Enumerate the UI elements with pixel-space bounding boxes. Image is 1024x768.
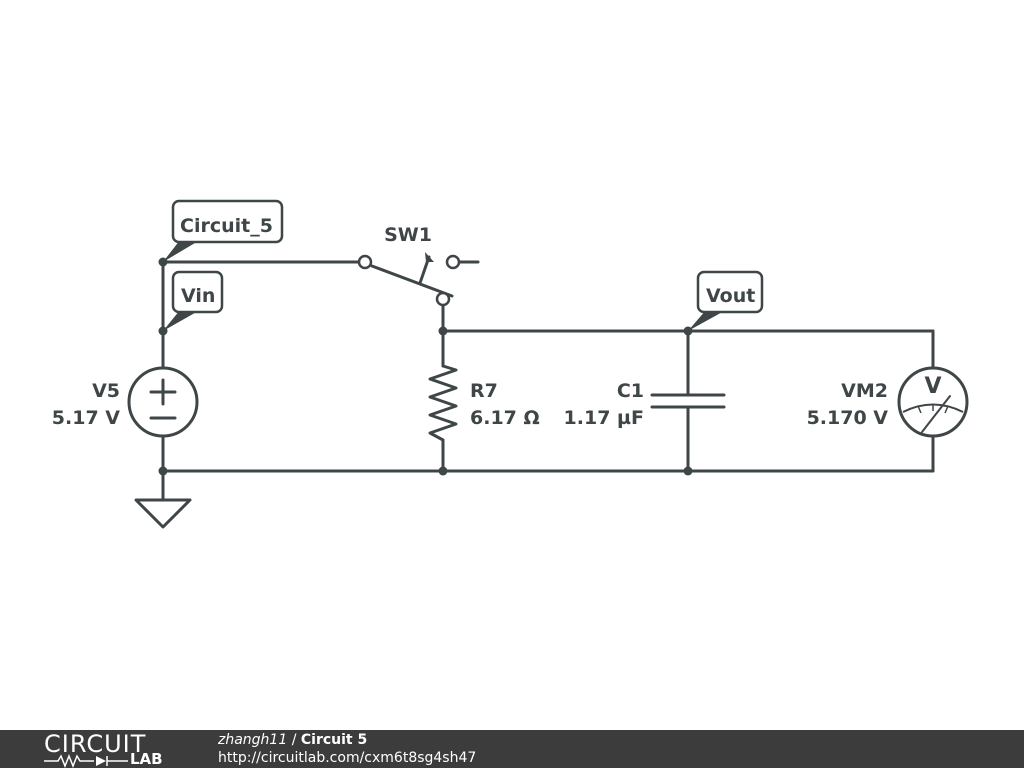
circuitlab-logo[interactable]: CIRCUIT LAB [44, 732, 184, 768]
junction-dot [438, 466, 448, 476]
circuit-meta: zhangh11 / Circuit 5 http://circuitlab.c… [218, 731, 476, 767]
vm2-value: 5.170 V [807, 407, 889, 429]
r7-value: 6.17 Ω [470, 407, 540, 429]
tag-text: Circuit_5 [180, 215, 273, 237]
circuit-url[interactable]: http://circuitlab.com/cxm6t8sg4sh47 [218, 750, 477, 766]
tag-text: Vin [181, 285, 215, 307]
junction-dot [158, 257, 168, 267]
junction-dot [158, 326, 168, 336]
net-label-vout[interactable]: Vout [688, 270, 764, 331]
circuit-byline: zhangh11 / Circuit 5 [218, 731, 476, 749]
sw1-name: SW1 [384, 224, 432, 246]
v5-name: V5 [92, 380, 120, 402]
junction-dot [438, 326, 448, 336]
author-link[interactable]: zhangh11 [218, 732, 288, 748]
voltage-source-v5[interactable] [127, 366, 199, 438]
tag-box [171, 199, 284, 244]
ground-icon [134, 498, 192, 529]
tag-text: Vout [706, 285, 755, 307]
meter-tick [917, 405, 922, 414]
voltmeter-icon [897, 366, 969, 438]
vm2-name: VM2 [841, 380, 888, 402]
r7-name: R7 [470, 380, 498, 402]
junction-dot [683, 326, 693, 336]
switch-arrow-icon [425, 252, 434, 262]
net-label-vin[interactable]: Vin [163, 270, 224, 331]
tag-pointer [163, 240, 200, 262]
switch-sw1[interactable] [357, 252, 480, 307]
v5-value: 5.17 V [52, 407, 120, 429]
junction-dot [158, 466, 168, 476]
tag-box [696, 270, 764, 314]
logo-text-lab: LAB [130, 750, 163, 768]
capacitor-c1[interactable] [650, 393, 726, 409]
net-label-circuit-5[interactable]: Circuit_5 [163, 199, 284, 262]
logo-text-circuit: CIRCUIT [44, 730, 147, 758]
byline-separator: / [287, 732, 301, 748]
switch-blade [370, 264, 454, 298]
c1-value: 1.17 µF [564, 407, 644, 429]
meter-needle-icon [921, 395, 951, 433]
circuit-title[interactable]: Circuit 5 [300, 732, 368, 748]
footer-bar: CIRCUIT LAB zhangh11 / Circuit 5 http://… [0, 730, 1024, 768]
meter-symbol: V [924, 374, 941, 399]
c1-name: C1 [617, 380, 644, 402]
logo-resistor-icon [44, 754, 128, 768]
meter-tick [944, 405, 949, 414]
switch-terminal-open [445, 254, 461, 270]
voltmeter-vm2[interactable]: V [897, 366, 969, 438]
tag-box [171, 270, 224, 314]
tag-pointer [688, 310, 726, 331]
switch-terminal-closed [435, 291, 451, 307]
switch-terminal-common [357, 254, 373, 270]
tag-pointer [163, 310, 200, 331]
junction-dot [683, 466, 693, 476]
resistor-r7-icon[interactable] [428, 364, 458, 442]
circuit-schematic: V5 5.17 V SW1 R7 6.17 Ω C1 1.17 µF V VM2… [52, 199, 969, 529]
wires [161, 260, 935, 502]
